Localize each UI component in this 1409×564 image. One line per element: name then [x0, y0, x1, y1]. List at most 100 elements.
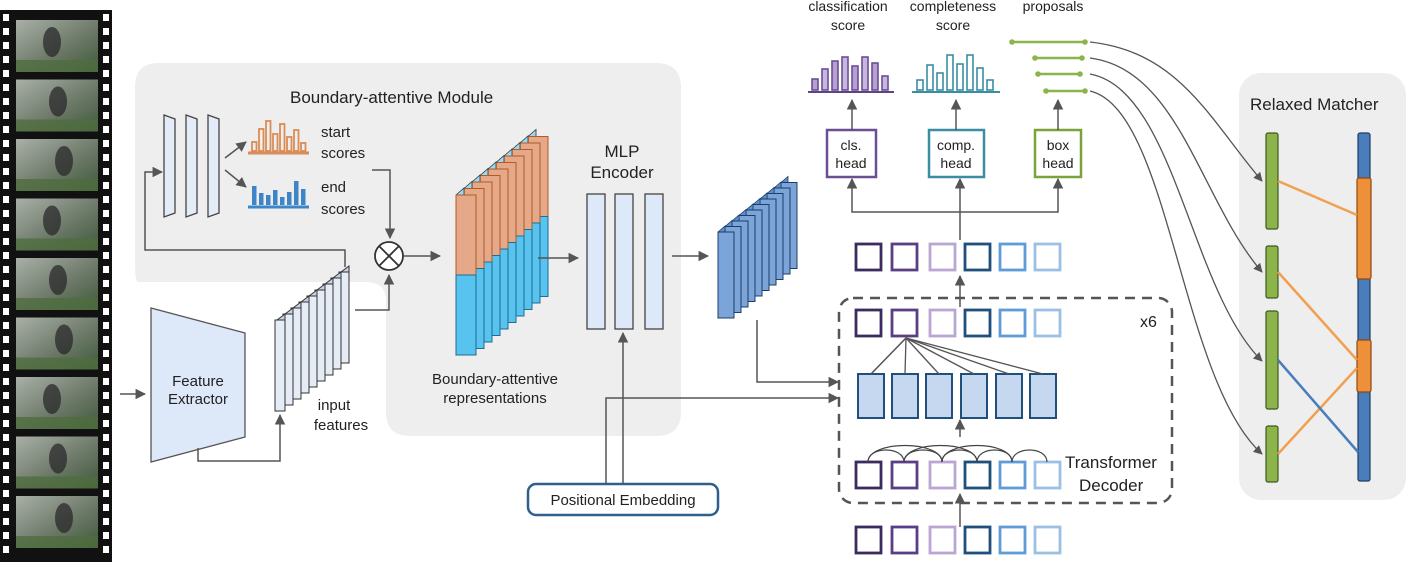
- sprocket-hole: [3, 168, 9, 175]
- relaxed-matcher-panel: [1239, 73, 1406, 500]
- video-frame-icon: [16, 139, 98, 191]
- sprocket-hole: [3, 378, 9, 385]
- boundary-temporal-layers: [163, 114, 220, 218]
- query-token: [928, 525, 957, 555]
- start-scores-label: start: [321, 124, 351, 141]
- attention-line: [905, 337, 1010, 375]
- end-score-bar: [266, 195, 271, 205]
- proposal-to-matcher-curves: [1089, 41, 1263, 455]
- end-scores-label: end: [321, 179, 346, 196]
- sprocket-hole: [103, 14, 109, 21]
- sprocket-hole: [3, 182, 9, 189]
- end-score-bar: [294, 181, 299, 205]
- video-frame-icon: [16, 258, 98, 310]
- prediction-segments: [1265, 132, 1279, 483]
- query-token: [854, 242, 883, 272]
- sprocket-hole: [103, 336, 109, 343]
- query-token: [854, 525, 883, 555]
- query-token: [1033, 242, 1062, 272]
- video-frame-icon: [16, 198, 98, 251]
- sprocket-hole: [103, 140, 109, 147]
- sprocket-hole: [3, 546, 9, 553]
- transformer-decoder-label-2: Decoder: [1079, 476, 1144, 495]
- sprocket-hole: [103, 448, 109, 455]
- sprocket-hole: [3, 420, 9, 427]
- positional-embedding-label: Positional Embedding: [550, 492, 695, 509]
- classification-score-bar: [861, 56, 869, 91]
- mlp-encoder-label-2: Encoder: [590, 163, 654, 182]
- query-token: [890, 308, 919, 338]
- classification-score-bar: [871, 62, 879, 91]
- relaxed-matcher-title: Relaxed Matcher: [1250, 95, 1379, 114]
- start-scores-histogram: [248, 120, 309, 155]
- completeness-score-bar: [946, 54, 954, 91]
- feature-extractor-label: Feature: [172, 373, 224, 390]
- query-token: [1033, 308, 1062, 338]
- box-head-label: box: [1047, 137, 1070, 153]
- classification-score-bar: [851, 65, 859, 91]
- attention-arc: [903, 445, 978, 463]
- query-token: [998, 308, 1027, 338]
- completeness-score-bar: [956, 63, 964, 91]
- end-score-bar: [273, 190, 278, 205]
- sprocket-hole: [3, 126, 9, 133]
- video-frame-icon: [16, 317, 98, 370]
- sprocket-hole: [3, 406, 9, 413]
- video-frame-icon: [16, 20, 98, 72]
- query-token: [854, 308, 883, 338]
- query-token: [928, 460, 957, 490]
- start-score-bar: [272, 133, 279, 152]
- sprocket-hole: [3, 70, 9, 77]
- sprocket-hole: [103, 112, 109, 119]
- query-token: [928, 308, 957, 338]
- decoder-feature-token: [891, 373, 919, 419]
- query-token: [998, 525, 1027, 555]
- attention-line: [905, 337, 940, 375]
- query-token: [998, 242, 1027, 272]
- sprocket-hole: [103, 308, 109, 315]
- sprocket-hole: [103, 420, 109, 427]
- box-head-box: [1033, 128, 1083, 179]
- classification-score-label: classification: [808, 0, 887, 14]
- film-sprocket-holes: [3, 14, 109, 553]
- attention-arc: [867, 449, 905, 463]
- completeness-score-bar: [936, 72, 944, 91]
- boundary-attentive-representations-stack: [455, 128, 549, 356]
- attention-arc: [903, 449, 943, 463]
- proposal-segment: [1043, 88, 1088, 94]
- video-frame-icon: [16, 377, 98, 429]
- start-score-bar: [300, 142, 307, 152]
- video-film-strip: [0, 10, 112, 562]
- video-frame-icon: [16, 79, 98, 132]
- decoder-feature-token: [960, 373, 988, 419]
- sprocket-hole: [3, 56, 9, 63]
- classification-score-bar: [841, 56, 849, 91]
- sprocket-hole: [3, 140, 9, 147]
- bar-label-2: representations: [443, 390, 546, 407]
- sprocket-hole: [3, 98, 9, 105]
- sprocket-hole: [103, 238, 109, 245]
- proposal-segment: [1035, 71, 1083, 77]
- query-token: [963, 525, 992, 555]
- ground-truth-timeline: [1356, 132, 1372, 482]
- completeness-score-label: completeness: [910, 0, 996, 14]
- sprocket-hole: [103, 294, 109, 301]
- end-score-bar: [259, 193, 264, 205]
- sprocket-hole: [103, 392, 109, 399]
- query-token: [998, 460, 1027, 490]
- proposal-segment: [1009, 39, 1088, 45]
- query-token: [890, 525, 919, 555]
- completeness-score-bar: [986, 79, 994, 91]
- mlp-encoder-layers: [586, 193, 664, 330]
- sprocket-hole: [3, 294, 9, 301]
- box-head-label-2: head: [1042, 155, 1073, 171]
- attention-arc: [941, 445, 1013, 463]
- end-score-bar: [287, 192, 292, 205]
- proposal-segment: [1032, 55, 1085, 61]
- cross-attention-lines: [870, 337, 1044, 375]
- classification-score-bar: [811, 78, 819, 91]
- sprocket-hole: [103, 42, 109, 49]
- decoder-feature-token: [995, 373, 1023, 419]
- attention-line: [905, 337, 1044, 375]
